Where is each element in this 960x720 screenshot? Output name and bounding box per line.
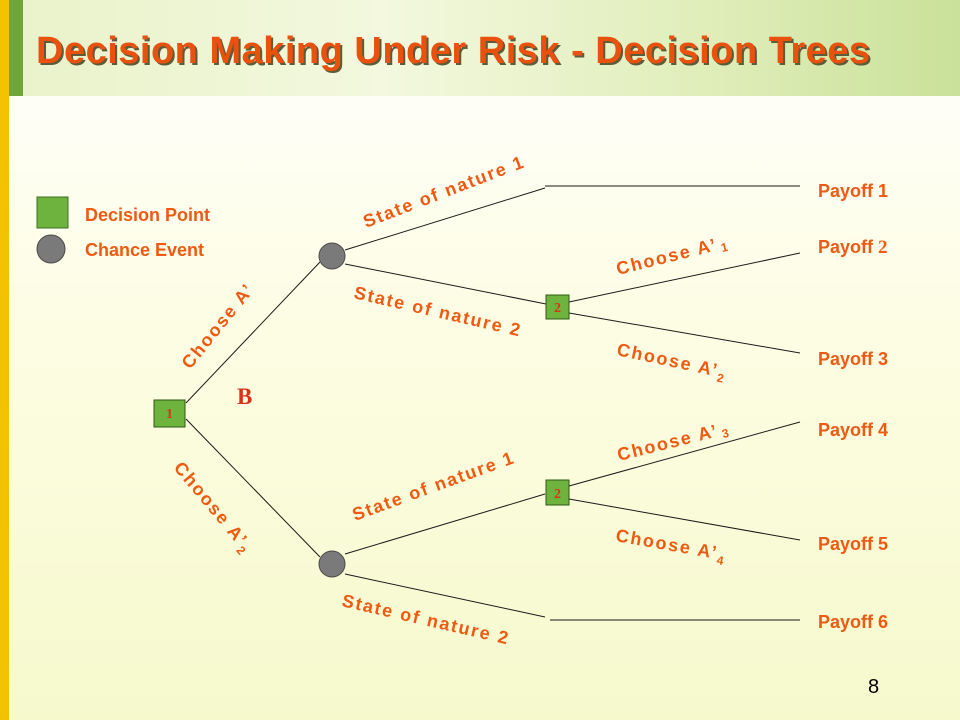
choice-prime: ’ [710,359,721,380]
choice-prime: ’ [709,420,720,441]
choice-subscript: 2 [716,371,727,386]
choose-a-prime-4-label: Choose A’4 [614,525,729,568]
branch-line [568,498,801,541]
choice-prime: ’ [710,542,720,563]
branch-line [568,312,801,354]
choice-subscript: 3 [720,425,732,441]
branch-line [185,261,321,404]
b-label: B [237,384,252,409]
payoff-2: Payoff 2 [818,237,888,258]
branch-line [185,418,321,558]
chance-node-lower [318,550,346,578]
payoff-5: Payoff 5 [818,534,888,554]
payoff-6: Payoff 6 [818,612,888,632]
payoff-3: Payoff 3 [818,349,888,369]
choice-base: Choose A [615,422,714,465]
chance-event-legend-icon [36,234,66,264]
choice-base: Choose A [615,339,714,379]
accent-bar-green [9,0,23,96]
decision-node-1-label: 1 [166,407,173,422]
decision-node-1 [153,399,186,428]
legend-chance-event-label: Chance Event [85,240,204,260]
branch-line [344,187,546,251]
legend-decision-point-label: Decision Point [85,205,210,225]
payoff-number: 6 [878,612,888,632]
payoff-4: Payoff 4 [818,420,888,440]
choose-a-prime-2-sub-label: Choose A’2 [614,339,729,386]
choose-a-prime-2-label: Choose A’2 [167,458,257,559]
lower-state-2-label: State of nature 2 [340,590,512,648]
payoff-number: 5 [878,534,888,554]
payoff-number: 3 [878,349,888,369]
branch-line [568,421,801,487]
branch-line [568,252,801,303]
decision-point-legend-icon [36,196,69,229]
payoff-number: 1 [878,181,888,201]
chance-node-upper [318,242,346,270]
upper-state-2-label: State of nature 2 [352,282,524,340]
payoff-word: Payoff [818,237,874,257]
choice-prime: ’ [708,234,719,255]
choice-base: Choose A [614,236,713,279]
decision-node-2-lower [545,479,570,506]
payoff-word: Payoff [818,420,874,440]
payoff-number: 2 [878,237,888,258]
choice-base: Choose A [614,525,713,561]
decision-node-2-upper [545,294,570,320]
payoff-word: Payoff [818,612,874,632]
slide-title: Decision Making Under Risk - Decision Tr… [36,30,871,72]
accent-bar-yellow [0,0,9,720]
payoff-word: Payoff [818,349,874,369]
choice-subscript: 4 [716,553,727,568]
choose-a-prime-1-label: Choose A’1 [614,232,731,281]
page-number: 8 [868,676,880,698]
choice-base: Choose A [178,285,254,373]
branch-line [344,263,547,305]
header-band [0,0,960,96]
choice-subscript: 1 [719,239,731,255]
choose-a-prime-label: Choose A’ [178,279,259,372]
payoff-1: Payoff 1 [818,181,888,201]
payoff-word: Payoff [818,181,874,201]
lower-state-1-label: State of nature 1 [350,447,518,524]
payoff-word: Payoff [818,534,874,554]
decision-node-2-upper-label: 2 [554,301,561,316]
branch-line [344,573,546,618]
decision-node-2-lower-label: 2 [554,487,561,502]
payoff-number: 4 [878,420,888,440]
choose-a-prime-3-label: Choose A’3 [615,418,732,467]
branch-line [344,493,546,555]
